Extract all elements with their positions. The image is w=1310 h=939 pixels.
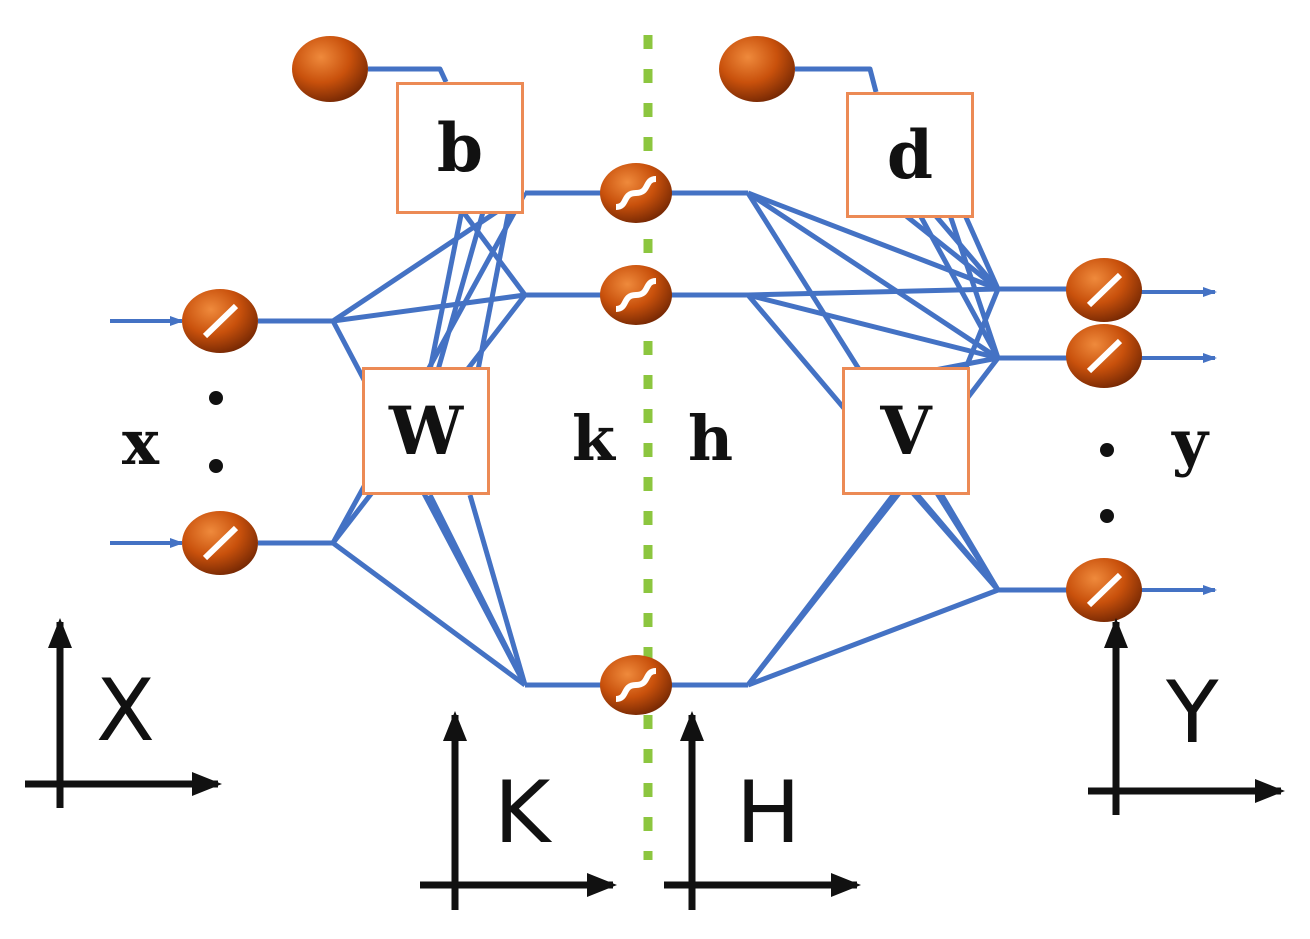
param-box-d: d: [846, 92, 974, 218]
output-ellipsis: [1100, 443, 1114, 523]
hidden-node: [600, 655, 672, 715]
output-node: [1066, 258, 1142, 322]
param-box-W: W: [362, 367, 490, 495]
output-node: [1066, 558, 1142, 622]
param-label-W: W: [388, 392, 464, 470]
hidden-node: [600, 265, 672, 325]
bias-node-b: [292, 36, 368, 102]
label-y: y: [1172, 406, 1209, 479]
axes-K: [420, 711, 617, 910]
input-node: [182, 511, 258, 575]
param-box-V: V: [842, 367, 970, 495]
bias-node-d: [719, 36, 795, 102]
param-box-b: b: [396, 82, 524, 214]
param-label-b: b: [436, 109, 484, 187]
label-h: h: [688, 402, 734, 475]
param-label-d: d: [886, 116, 934, 194]
axes-Y: [1088, 618, 1285, 815]
output-arrows: [1140, 287, 1217, 595]
input-ellipsis: [209, 391, 223, 473]
space-label-H: H: [736, 763, 801, 863]
input-node: [182, 289, 258, 353]
axes-X: [25, 618, 222, 808]
label-k: k: [572, 402, 615, 475]
label-x: x: [122, 406, 159, 479]
space-label-Y: Y: [1166, 663, 1219, 763]
space-label-X: X: [96, 661, 155, 761]
param-label-V: V: [880, 392, 932, 470]
input-arrows: [110, 316, 184, 548]
output-node: [1066, 324, 1142, 388]
space-label-K: K: [494, 763, 551, 863]
axes-H: [664, 711, 861, 910]
hidden-node: [600, 163, 672, 223]
